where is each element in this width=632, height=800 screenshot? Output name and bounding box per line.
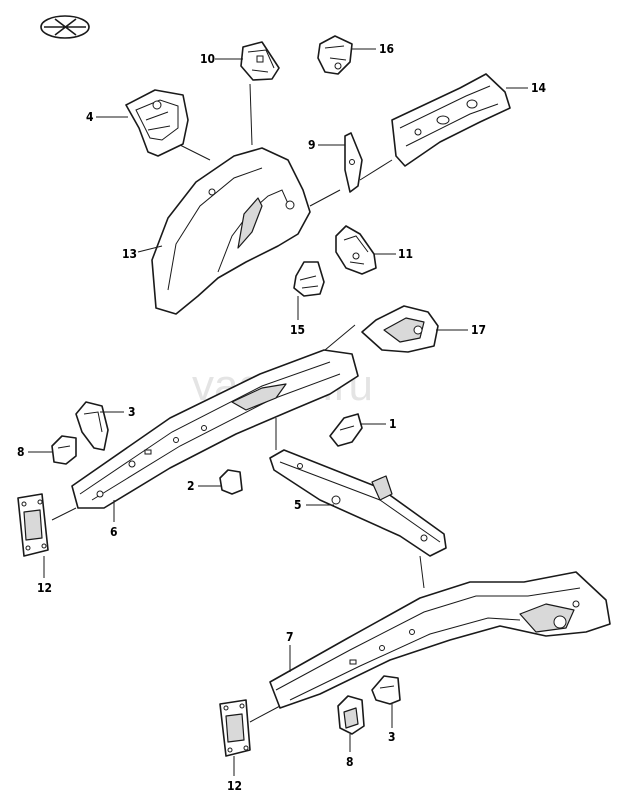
part-5-crossmember[interactable] [269,449,447,557]
callout-9: 9 [308,138,316,152]
callout-8-upper: 8 [17,445,25,459]
callout-6: 6 [110,525,118,539]
part-3-bracket-lower[interactable] [371,675,401,705]
part-1-clip[interactable] [329,413,363,447]
part-4-arch-cap[interactable] [125,89,189,157]
callout-3-lower: 3 [388,730,396,744]
part-2-clip[interactable] [219,469,243,495]
brand-logo-icon [40,15,90,39]
part-3-bracket-upper[interactable] [75,401,109,451]
part-15-bracket[interactable] [293,261,325,297]
callout-16: 16 [379,42,394,56]
part-17-bracket[interactable] [361,305,439,353]
callout-13: 13 [122,247,137,261]
callout-2: 2 [187,479,195,493]
callout-15: 15 [290,323,305,337]
part-9-plate[interactable] [344,132,363,193]
callout-14: 14 [531,81,547,95]
part-8-block-lower[interactable] [337,695,365,735]
part-12-plate-lower[interactable] [219,699,251,757]
callout-11: 11 [398,247,413,261]
part-8-block-upper[interactable] [51,435,77,465]
callouts: 10 16 4 14 9 13 11 15 17 3 8 1 2 5 6 12 … [17,42,547,793]
callout-10: 10 [200,52,215,66]
callout-5: 5 [294,498,302,512]
part-16-bracket[interactable] [317,35,353,75]
leader-lines [28,48,528,776]
assembly-lines [51,83,425,723]
callout-8-lower: 8 [346,755,354,769]
callout-1: 1 [389,417,397,431]
part-13-wheel-housing[interactable] [151,147,311,315]
callout-7: 7 [286,630,294,644]
callout-17: 17 [471,323,486,337]
part-11-mount[interactable] [335,225,377,275]
part-12-plate-upper[interactable] [17,493,49,557]
part-14-upper-rail[interactable] [391,73,511,167]
part-6-front-longitudinal[interactable] [71,349,359,509]
part-10-bracket[interactable] [240,41,280,81]
part-7-rear-longitudinal[interactable] [269,571,611,709]
callout-12-upper: 12 [37,581,52,595]
callout-3-upper: 3 [128,405,136,419]
callout-12-lower: 12 [227,779,242,793]
callout-4: 4 [86,110,94,124]
